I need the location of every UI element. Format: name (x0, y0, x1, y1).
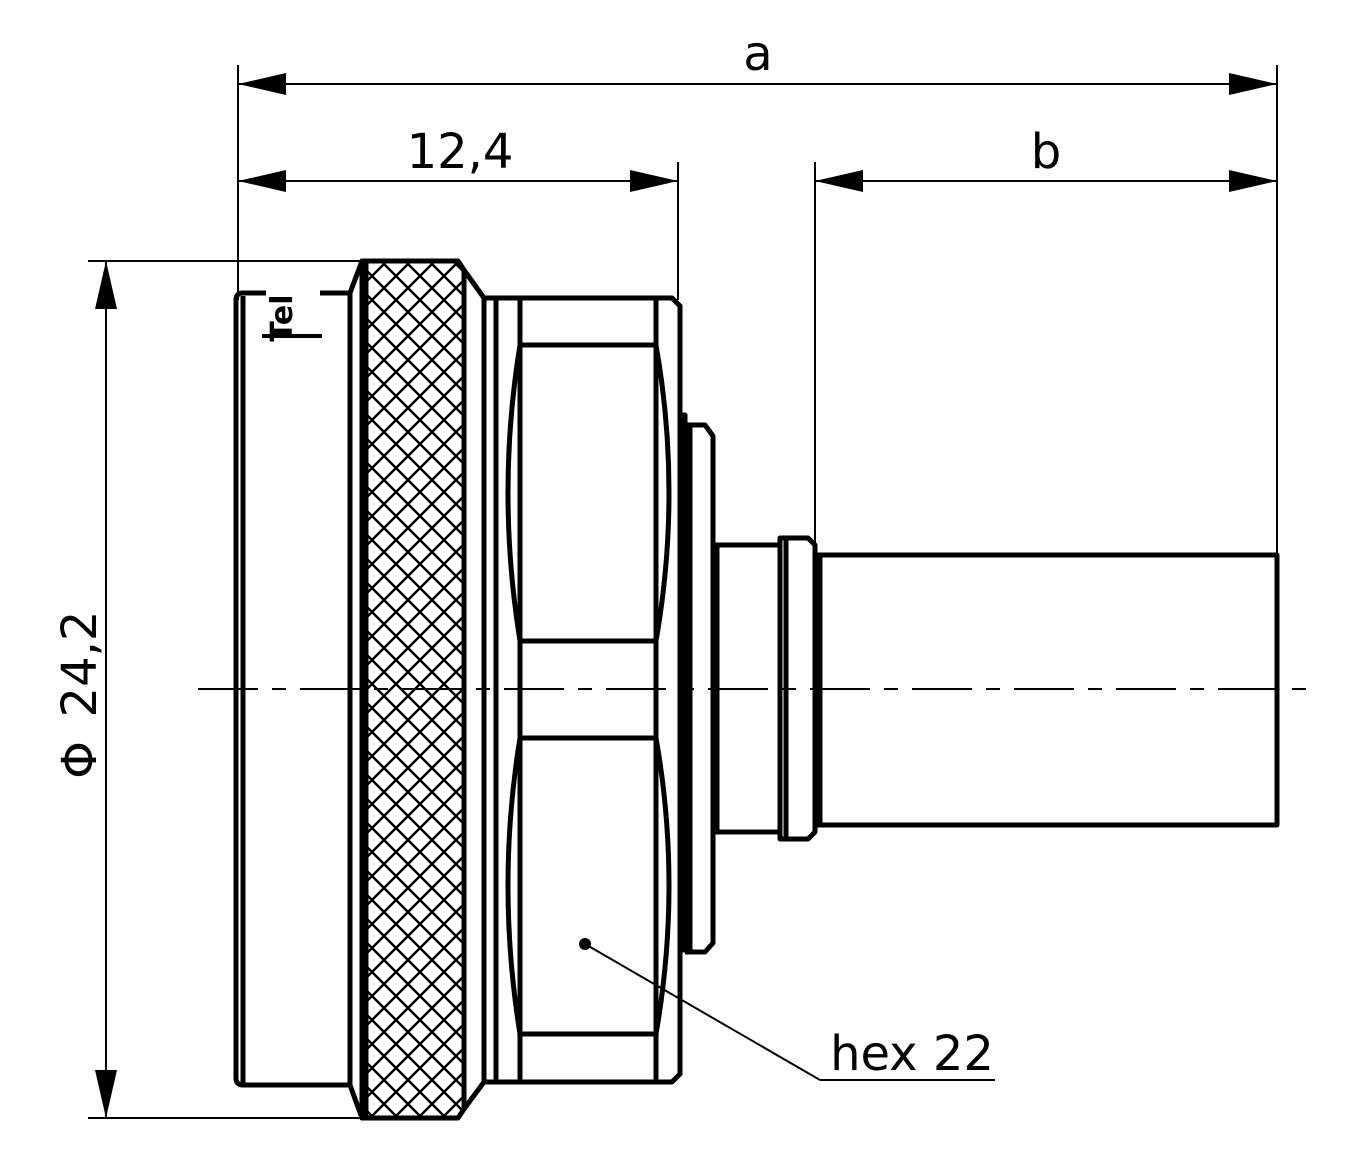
dimension-a-label: a (743, 26, 772, 82)
hex-size-label: hex 22 (830, 1026, 994, 1082)
svg-text:Tel: Tel (265, 294, 300, 341)
dimension-a: a (237, 26, 1278, 555)
dimension-b-label: b (1031, 124, 1061, 180)
dimension-front-length: 12,4 (238, 124, 679, 300)
dimension-diameter: Φ 24,2 (52, 260, 362, 1119)
dimension-front-length-label: 12,4 (407, 124, 514, 180)
logo-mark: Tel (262, 290, 322, 342)
hex-callout: hex 22 (579, 938, 995, 1082)
rear-flange (680, 412, 716, 955)
diameter-symbol: Φ (52, 741, 108, 779)
dimension-b: b (814, 124, 1277, 545)
diameter-value: 24,2 (52, 611, 108, 718)
